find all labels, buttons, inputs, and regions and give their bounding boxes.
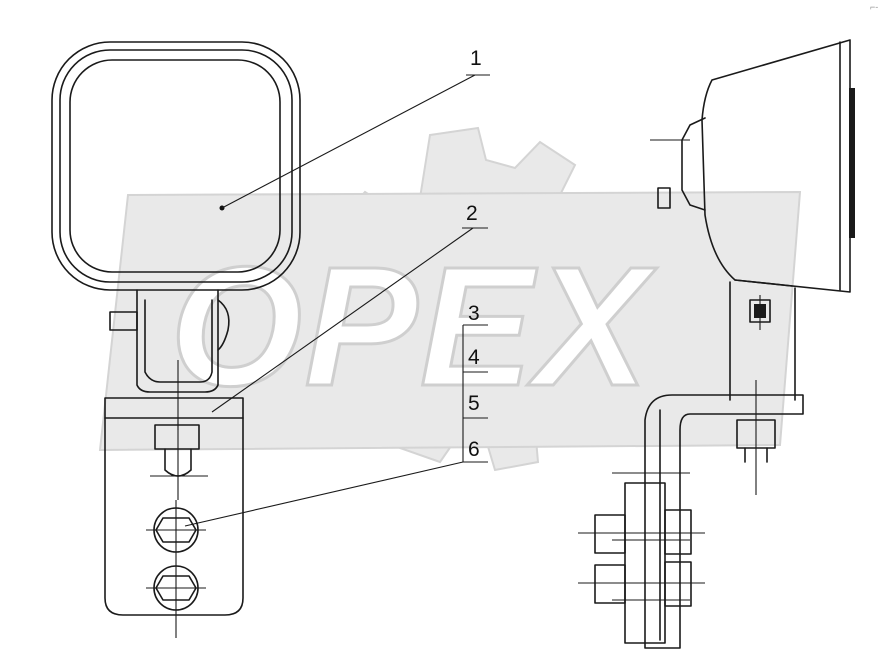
lamp-housing-outer <box>51 41 301 291</box>
l-bracket <box>644 394 804 649</box>
mounting-bolt-nut <box>154 424 200 450</box>
leader-1 <box>221 74 476 209</box>
watermark-text: OPEX <box>170 232 657 422</box>
lamp-neck-side <box>217 299 230 351</box>
lamp-side-housing <box>701 39 851 293</box>
watermark-frame <box>98 190 802 452</box>
lamp-front-view <box>51 41 301 638</box>
clamp-nut-right-lower <box>664 561 692 607</box>
lamp-side-stud <box>109 311 138 331</box>
callout-6: 6 <box>468 438 480 461</box>
corner-mark: ⌐- <box>870 2 878 12</box>
leader-2 <box>211 227 474 413</box>
lamp-housing-rim <box>59 49 293 283</box>
lamp-lens <box>69 59 281 273</box>
rear-connector <box>657 187 671 209</box>
callout-4: 4 <box>468 346 480 369</box>
watermark-logo: OPEX <box>98 126 802 472</box>
clamp-bolt-head-left-lower <box>594 564 626 604</box>
clamp-bolt-head-left-upper <box>594 514 626 554</box>
clamp-nut-right-upper <box>664 509 692 555</box>
callout-1: 1 <box>470 47 482 70</box>
lamp-rear-cap <box>681 117 706 211</box>
leader-6 <box>184 461 464 527</box>
swivel-arm <box>729 281 796 401</box>
callout-3: 3 <box>468 302 480 325</box>
lamp-neck-inner <box>144 299 213 383</box>
lamp-side-glass <box>849 88 855 238</box>
lamp-side-base <box>734 279 793 287</box>
callout-group: 1 2 3 4 5 6 <box>184 47 490 527</box>
callout-2: 2 <box>466 202 478 225</box>
callout-5: 5 <box>468 392 480 415</box>
bracket-plate <box>104 397 244 616</box>
lamp-side-view <box>578 39 855 649</box>
